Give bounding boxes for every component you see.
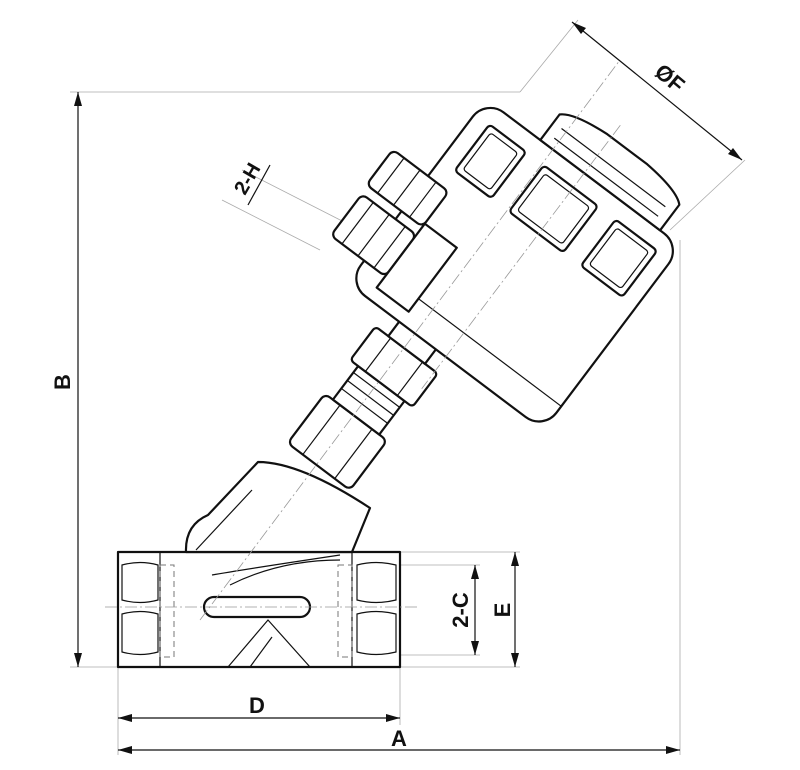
air-port-upper [367, 150, 448, 226]
actuator-axis [199, 59, 621, 621]
dim-label-2c: 2-C [448, 592, 473, 628]
valve-body [105, 460, 418, 669]
dim-label-e: E [490, 603, 515, 618]
dimension-lines [74, 21, 743, 754]
dim-label-d: D [249, 693, 265, 718]
dim-label-a: A [391, 726, 407, 751]
dim-label-2h: 2-H [230, 160, 265, 199]
dim-label-b: B [50, 374, 75, 390]
air-ports [332, 195, 458, 313]
extension-lines [70, 19, 746, 755]
dim-label-phi-f: ØF [650, 59, 689, 98]
